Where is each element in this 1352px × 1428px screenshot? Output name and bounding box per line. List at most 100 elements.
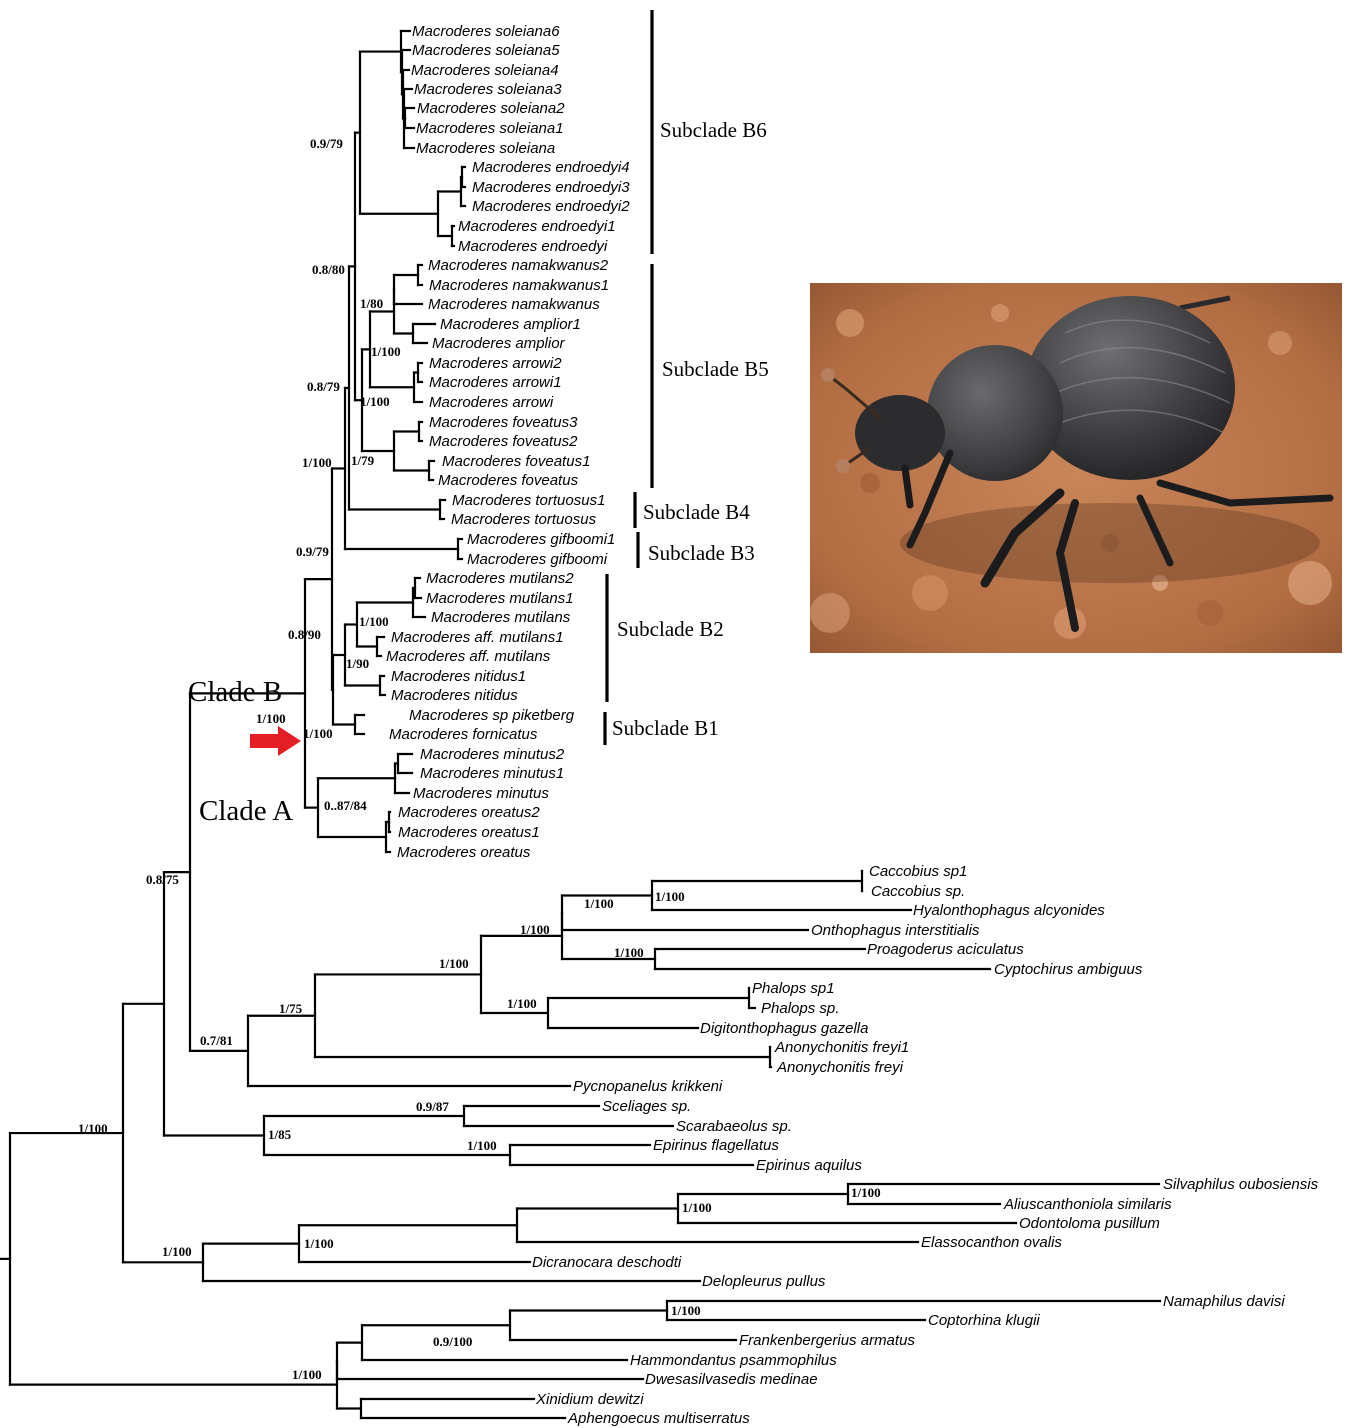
support-value: 1/100 [292, 1367, 322, 1382]
tip-label: Aliuscanthoniola similaris [1003, 1196, 1172, 1213]
tip-label: Macroderes soleiana4 [411, 62, 559, 79]
tip-label: Macroderes nitidus [391, 687, 518, 704]
tip-label: Macroderes amplior1 [440, 316, 581, 333]
beetle-photo [810, 283, 1342, 653]
tip-label: Macroderes soleiana2 [417, 100, 565, 117]
tip-label: Macroderes endroedyi4 [472, 159, 630, 176]
tip-label: Phalops sp. [761, 1000, 839, 1017]
support-value: 1/100 [682, 1200, 712, 1215]
tip-label: Proagoderus aciculatus [867, 941, 1024, 958]
tip-label: Phalops sp1 [752, 980, 835, 997]
tip-label: Macroderes soleiana3 [414, 81, 562, 98]
support-value: 1/100 [78, 1121, 108, 1136]
tip-label: Cyptochirus ambiguus [994, 961, 1143, 978]
tip-label: Macroderes endroedyi3 [472, 179, 630, 196]
support-value: 1/79 [351, 453, 375, 468]
support-value: 1/100 [584, 896, 614, 911]
tip-label: Macroderes soleiana1 [416, 120, 564, 137]
support-value: 1/100 [520, 922, 550, 937]
clade-label: Clade A [199, 795, 293, 827]
tip-label: Macroderes tortuosus1 [452, 492, 605, 509]
tip-label: Macroderes foveatus2 [429, 433, 578, 450]
tip-label: Macroderes oreatus [397, 844, 531, 861]
support-value: 0.7/81 [200, 1033, 233, 1048]
tip-label: Macroderes soleiana [416, 140, 555, 157]
tip-label: Macroderes nitidus1 [391, 668, 526, 685]
tip-label: Macroderes endroedyi2 [472, 198, 630, 215]
support-value: 1/90 [346, 656, 369, 671]
tip-label: Macroderes arrowi1 [429, 374, 562, 391]
tip-label: Macroderes gifboomi [467, 551, 608, 568]
tip-label: Silvaphilus oubosiensis [1163, 1176, 1319, 1193]
support-value: 1/100 [360, 394, 390, 409]
tip-label: Dicranocara deschodti [532, 1254, 682, 1271]
support-value: 0.8/79 [307, 379, 340, 394]
highlight-arrow-icon [250, 726, 301, 756]
support-value: 0.8/90 [288, 627, 321, 642]
tip-label: Pycnopanelus krikkeni [573, 1078, 723, 1095]
tip-label: Macroderes aff. mutilans1 [391, 629, 564, 646]
tip-label: Macroderes mutilans2 [426, 570, 574, 587]
tip-label: Caccobius sp1 [869, 863, 967, 880]
tip-label: Macroderes arrowi2 [429, 355, 562, 372]
tip-label: Macroderes soleiana6 [412, 23, 560, 40]
tip-label: Sceliages sp. [602, 1098, 691, 1115]
support-value: 1/100 [371, 344, 401, 359]
support-value: 1/85 [268, 1127, 292, 1142]
tip-label: Macroderes soleiana5 [412, 42, 560, 59]
support-value: 1/100 [655, 889, 685, 904]
tip-label: Macroderes mutilans [431, 609, 571, 626]
tip-label: Macroderes namakwanus1 [429, 277, 609, 294]
support-value: 0.9/87 [416, 1099, 449, 1114]
tip-label: Epirinus aquilus [756, 1157, 862, 1174]
subclade-label: Subclade B1 [612, 716, 719, 740]
support-value: 1/100 [162, 1244, 192, 1259]
tip-label: Macroderes namakwanus2 [428, 257, 609, 274]
tip-label: Hammondantus psammophilus [630, 1352, 837, 1369]
support-value: 1/100 [507, 996, 537, 1011]
subclade-label: Subclade B6 [660, 118, 767, 142]
clade-labels: Clade B Clade A [188, 676, 293, 827]
support-value: 0..87/84 [324, 798, 367, 813]
clade-label: Clade B [188, 676, 282, 708]
support-value: 1/80 [360, 296, 383, 311]
tip-label: Namaphilus davisi [1163, 1293, 1285, 1310]
tip-label: Macroderes foveatus3 [429, 414, 578, 431]
tip-label: Frankenbergerius armatus [739, 1332, 915, 1349]
tip-label: Macroderes endroedyi [458, 238, 608, 255]
subclade-label: Subclade B5 [662, 357, 769, 381]
tip-label: Odontoloma pusillum [1019, 1215, 1160, 1232]
support-value: 1/100 [614, 945, 644, 960]
tip-label: Macroderes oreatus2 [398, 804, 540, 821]
support-value: 0.9/79 [296, 544, 329, 559]
tip-label: Epirinus flagellatus [653, 1137, 779, 1154]
subclade-label: Subclade B2 [617, 617, 724, 641]
tip-label: Macroderes oreatus1 [398, 824, 540, 841]
tip-label: Macroderes mutilans1 [426, 590, 574, 607]
tip-label: Scarabaeolus sp. [676, 1118, 792, 1135]
tip-label: Xinidium dewitzi [535, 1391, 644, 1408]
tip-label: Digitonthophagus gazella [700, 1020, 868, 1037]
tip-label: Macroderes minutus2 [420, 746, 565, 763]
tip-label: Macroderes sp piketberg [409, 707, 575, 724]
tip-label: Macroderes amplior [432, 335, 566, 352]
tip-label: Hyalonthophagus alcyonides [913, 902, 1105, 919]
tip-label: Macroderes minutus [413, 785, 549, 802]
tip-label: Macroderes aff. mutilans [386, 648, 551, 665]
tip-label: Macroderes foveatus1 [442, 453, 590, 470]
support-value: 1/100 [439, 956, 469, 971]
tip-label: Caccobius sp. [871, 883, 965, 900]
subclade-label: Subclade B3 [648, 541, 755, 565]
tip-label: Macroderes foveatus [438, 472, 579, 489]
support-value: 1/100 [359, 614, 389, 629]
tip-label: Delopleurus pullus [702, 1273, 826, 1290]
tip-label: Macroderes arrowi [429, 394, 554, 411]
tip-label: Macroderes endroedyi1 [458, 218, 616, 235]
subclade-labels: Subclade B6Subclade B5Subclade B4Subclad… [612, 118, 769, 740]
support-value: 1/100 [467, 1138, 497, 1153]
tip-label: Macroderes namakwanus [428, 296, 600, 313]
support-value: 1/75 [279, 1001, 303, 1016]
tip-label: Macroderes tortuosus [451, 511, 597, 528]
support-value: 0.8/80 [312, 262, 345, 277]
